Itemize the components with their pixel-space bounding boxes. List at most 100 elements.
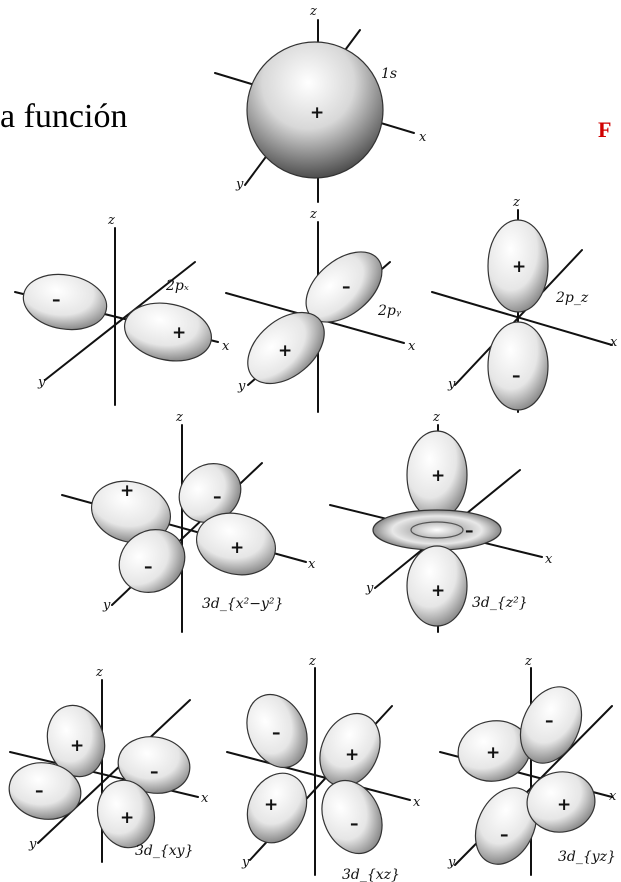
- x-axis-label: x: [419, 130, 427, 145]
- lobe-minus: [474, 787, 538, 865]
- x-axis-line: [226, 751, 411, 801]
- lobe-minus: [8, 762, 82, 820]
- x-axis-label: x: [222, 339, 230, 354]
- sign-minus: –: [52, 290, 61, 310]
- z-axis-label: z: [107, 213, 115, 228]
- lobe-plus: [123, 302, 213, 362]
- z-axis-label: z: [95, 665, 103, 680]
- z-axis-label: z: [308, 654, 316, 669]
- y-axis-label: y: [447, 377, 456, 392]
- lobe-plus: [96, 779, 156, 849]
- orbital-3dxy: + – – + z x y 3d_{xy}: [8, 665, 209, 863]
- sign-minus: –: [545, 711, 554, 731]
- y-axis-label: y: [235, 177, 244, 192]
- y-axis-line: [454, 249, 583, 386]
- orbital-label-3dxy: 3d_{xy}: [135, 843, 194, 859]
- lobe-minus: [487, 321, 549, 411]
- sign-plus: +: [486, 743, 500, 763]
- orbital-1s: + z x y 1s: [214, 4, 427, 203]
- x-axis-label: x: [308, 557, 316, 572]
- torus-minus: [372, 509, 502, 551]
- sign-minus: –: [512, 366, 521, 386]
- x-axis-line: [431, 291, 613, 346]
- x-axis-label: x: [408, 339, 416, 354]
- lobe-plus: [195, 512, 277, 576]
- orbital-label-3dxz: 3d_{xz}: [342, 867, 400, 882]
- sign-plus: +: [431, 466, 445, 486]
- sign-minus: –: [465, 521, 474, 541]
- orbital-label-2py: 2pᵧ: [377, 303, 402, 319]
- y-axis-line: [37, 699, 191, 844]
- orbital-label-2pz: 2p_z: [555, 290, 589, 306]
- y-axis-label: y: [447, 855, 456, 870]
- sign-plus: +: [512, 257, 526, 277]
- y-axis-label: y: [37, 375, 46, 390]
- lobe-plus: [487, 219, 549, 313]
- orbital-label-2px: 2pₓ: [165, 278, 189, 294]
- orbital-3dx2-y2: + – – + z x y 3d_{x²−y²}: [61, 410, 316, 633]
- y-axis-line: [44, 261, 196, 381]
- x-axis-label: x: [610, 335, 618, 350]
- sign-minus: –: [350, 814, 359, 834]
- x-axis-label: x: [609, 789, 617, 804]
- x-axis-label: x: [201, 791, 209, 806]
- lobe-plus: [526, 771, 596, 833]
- z-axis-label: z: [309, 4, 317, 19]
- lobe-minus: [519, 686, 583, 764]
- orbital-3dz2: + – + z x y 3d_{z²}: [329, 410, 553, 633]
- lobe-minus: [118, 529, 186, 593]
- sign-minus: –: [150, 762, 159, 782]
- z-axis-label: z: [512, 195, 520, 210]
- lobe-plus: [246, 772, 308, 844]
- sign-plus: +: [172, 323, 186, 343]
- orbital-label-3dx2-y2: 3d_{x²−y²}: [202, 596, 283, 612]
- orbital-label-1s: 1s: [381, 66, 397, 82]
- lobe-minus: [246, 693, 308, 769]
- z-axis-label: z: [524, 654, 532, 669]
- lobe-plus: [46, 704, 106, 778]
- cropped-text-right: F: [598, 117, 612, 142]
- sign-plus: +: [345, 745, 359, 765]
- torus-hole: [410, 521, 464, 539]
- y-axis-label: y: [365, 581, 374, 596]
- sign-minus: –: [500, 825, 509, 845]
- orbital-label-3dz2: 3d_{z²}: [472, 595, 528, 611]
- orbital-label-3dyz: 3d_{yz}: [558, 849, 616, 865]
- orbital-3dyz: + – – + z x y 3d_{yz}: [439, 654, 617, 876]
- z-axis-label: z: [309, 207, 317, 222]
- orbital-2px: – + z x y 2pₓ: [14, 213, 230, 406]
- lobe-plus: [247, 311, 325, 385]
- sign-minus: –: [35, 781, 44, 801]
- sign-minus: –: [342, 277, 351, 297]
- s-orbital-sphere: [246, 41, 384, 179]
- orbital-2pz: + – z x y 2p_z: [431, 195, 618, 413]
- sign-plus: +: [310, 103, 324, 123]
- sign-minus: –: [213, 487, 222, 507]
- sign-plus: +: [70, 736, 84, 756]
- sign-plus: +: [230, 538, 244, 558]
- lobe-minus: [117, 736, 191, 794]
- y-axis-label: y: [28, 837, 37, 852]
- x-axis-label: x: [545, 552, 553, 567]
- sign-plus: +: [120, 481, 134, 501]
- sign-plus: +: [264, 795, 278, 815]
- z-axis-label: z: [432, 410, 440, 425]
- lobe-minus: [321, 779, 383, 855]
- z-axis-label: z: [175, 410, 183, 425]
- sign-plus: +: [278, 341, 292, 361]
- sign-minus: –: [272, 723, 281, 743]
- sign-plus: +: [431, 581, 445, 601]
- sign-plus: +: [557, 795, 571, 815]
- sign-plus: +: [120, 808, 134, 828]
- sign-minus: –: [144, 557, 153, 577]
- x-axis-label: x: [413, 795, 421, 810]
- orbital-2py: – + z x y 2pᵧ: [225, 207, 416, 413]
- lobe-plus: [406, 545, 468, 627]
- y-axis-label: y: [102, 598, 111, 613]
- orbital-3dxz: – + + – z x y 3d_{xz}: [226, 654, 421, 882]
- lobe-minus: [22, 273, 108, 331]
- y-axis-label: y: [241, 855, 250, 870]
- y-axis-label: y: [237, 379, 246, 394]
- cropped-text-left: a función: [0, 98, 128, 135]
